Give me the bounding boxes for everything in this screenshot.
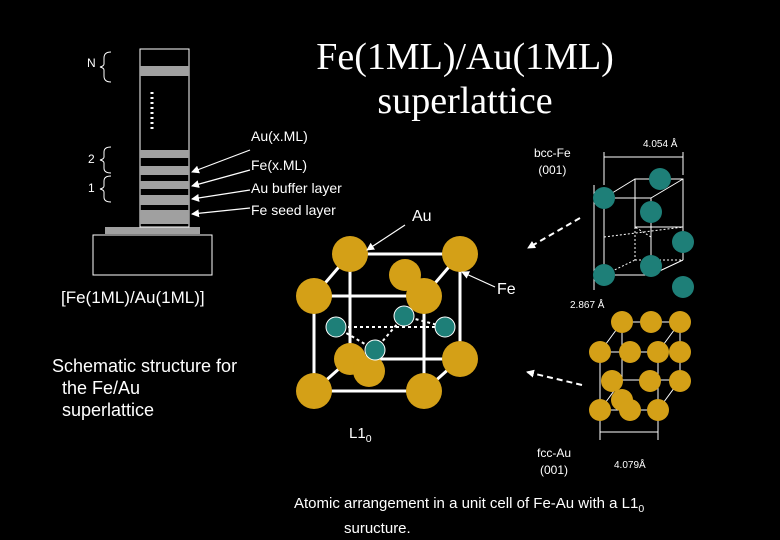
au-atom — [296, 278, 332, 314]
layer-label-au: Au(x.ML) — [251, 128, 308, 144]
buffer-layer — [140, 210, 189, 224]
layer-label-fe: Fe(x.ML) — [251, 157, 307, 173]
l10-unit-cell — [296, 236, 478, 409]
bcc-fe-cell — [593, 152, 694, 298]
stack-label-n: N — [87, 56, 96, 70]
fcc-label: fcc-Au (001) — [537, 446, 572, 477]
schematic-caption: Schematic structure for the Fe/Au superl… — [52, 355, 237, 421]
fe-atom — [593, 187, 615, 209]
layer-label-seed: Fe seed layer — [251, 202, 336, 218]
au-atom — [647, 341, 669, 363]
layer-1b — [140, 195, 189, 205]
au-atom — [669, 370, 691, 392]
layer-n — [140, 66, 189, 76]
seed-layer — [105, 227, 200, 234]
stack-pointers — [191, 149, 251, 218]
formula-label: [Fe(1ML)/Au(1ML)] — [61, 288, 205, 307]
fcc-dashed-arrow — [526, 369, 583, 386]
au-atom — [619, 399, 641, 421]
bottom-caption: Atomic arrangement in a unit cell of Fe-… — [294, 495, 645, 537]
au-atom — [406, 373, 442, 409]
fe-atom — [364, 339, 386, 361]
au-atom — [640, 311, 662, 333]
layer-label-buffer: Au buffer layer — [251, 180, 342, 196]
au-atom — [442, 341, 478, 377]
au-atom — [647, 399, 669, 421]
layer-stack — [92, 48, 213, 276]
caption-line-1: Schematic structure for — [52, 356, 238, 376]
fe-atom — [393, 305, 415, 327]
au-atom — [332, 236, 368, 272]
stack-frame — [139, 48, 190, 228]
page-title: Fe(1ML)/Au(1ML) superlattice — [300, 35, 630, 123]
au-pointer — [366, 224, 406, 251]
bcc-dim-side: 2.867 Å — [570, 300, 605, 311]
caption-line-3: superlattice — [62, 400, 155, 420]
fe-atom — [672, 276, 694, 298]
au-atom — [353, 355, 385, 387]
bcc-label: bcc-Fe (001) — [534, 146, 571, 177]
fe-atom — [640, 201, 662, 223]
au-atom — [589, 399, 611, 421]
caption-line-2: the Fe/Au — [62, 378, 141, 398]
au-atom — [406, 278, 442, 314]
au-atom — [611, 311, 633, 333]
bcc-dim-top: 4.054 Å — [643, 139, 678, 150]
structure-label: L10 — [349, 425, 372, 445]
title-line-2: superlattice — [377, 80, 553, 122]
fe-label: Fe — [497, 281, 516, 298]
au-atom — [669, 341, 691, 363]
fe-atom — [593, 264, 615, 286]
fe-atom — [325, 316, 347, 338]
brace-n — [99, 51, 112, 83]
fe-atom — [640, 255, 662, 277]
bcc-dashed-arrow — [527, 217, 581, 249]
substrate-block — [92, 234, 213, 276]
au-atom — [296, 373, 332, 409]
au-atom — [601, 370, 623, 392]
stack-label-2: 2 — [88, 152, 95, 166]
fcc-au-cell — [589, 311, 691, 440]
fe-atom — [649, 168, 671, 190]
au-atom — [442, 236, 478, 272]
layer-2b — [140, 166, 189, 175]
fe-pointer — [461, 271, 496, 288]
fcc-dim-bottom: 4.079Å — [614, 460, 646, 471]
stack-label-1: 1 — [88, 181, 95, 195]
fe-atom — [672, 231, 694, 253]
au-label: Au — [412, 208, 432, 225]
title-line-1: Fe(1ML)/Au(1ML) — [316, 36, 614, 78]
au-atom — [639, 370, 661, 392]
au-atom — [619, 341, 641, 363]
layer-2a — [140, 150, 189, 158]
fe-atom — [434, 316, 456, 338]
au-atom — [589, 341, 611, 363]
au-atom — [669, 311, 691, 333]
layer-1a — [140, 181, 189, 189]
brace-2 — [99, 146, 112, 174]
brace-1 — [99, 175, 112, 203]
